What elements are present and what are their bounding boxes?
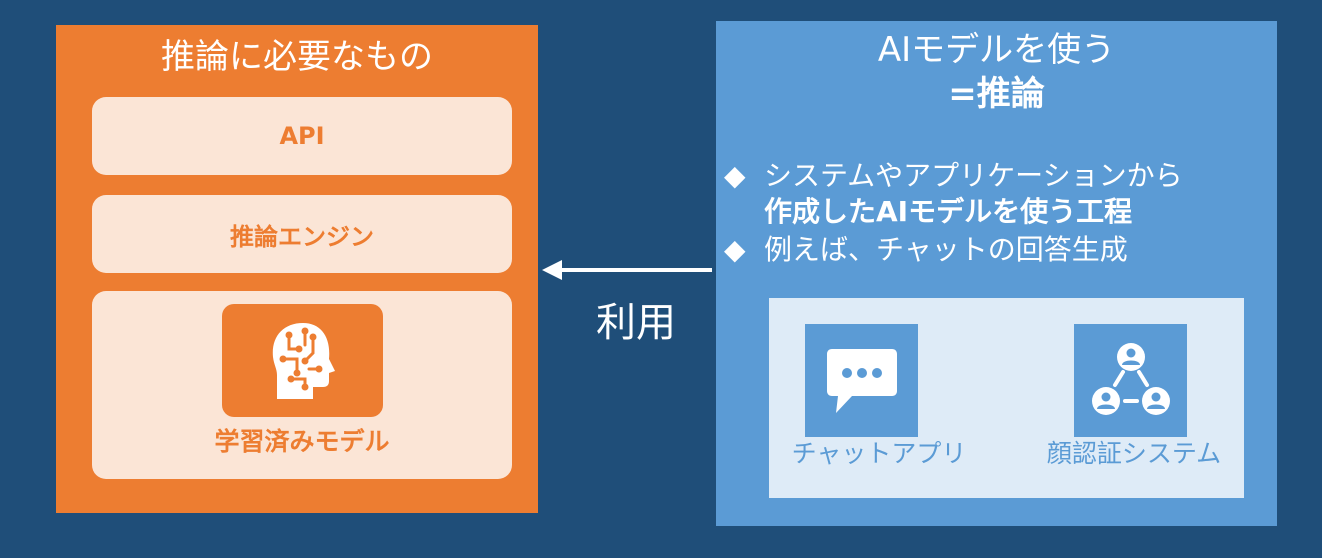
- bullet-text: 例えば、チャットの回答生成: [764, 233, 1128, 266]
- bullet-item: ◆ 例えば、チャットの回答生成: [724, 231, 1128, 269]
- trained-model-box: 学習済みモデル: [92, 291, 512, 479]
- inference-engine-label: 推論エンジン: [230, 222, 374, 251]
- inference-requirements-panel: 推論に必要なもの API 推論エンジン: [56, 25, 538, 513]
- api-label: API: [279, 122, 325, 150]
- diamond-bullet-icon: ◆: [724, 233, 746, 266]
- api-box: API: [92, 97, 512, 175]
- bullet-item: ◆ システムやアプリケーションから: [724, 157, 1183, 195]
- diamond-bullet-icon: ◆: [724, 159, 746, 192]
- arrow-left-icon: [542, 260, 712, 280]
- bullet-text-bold: 作成したAIモデルを使う工程: [764, 195, 1133, 228]
- chat-bubble-icon: [805, 324, 918, 437]
- bullet-text: システムやアプリケーションから: [764, 159, 1183, 192]
- trained-model-label: 学習済みモデル: [214, 427, 390, 456]
- requirements-title: 推論に必要なもの: [161, 37, 433, 77]
- using-ai-model-title: AIモデルを使う: [877, 30, 1116, 70]
- user-network-icon: [1074, 324, 1187, 437]
- inference-subtitle: =推論: [948, 74, 1045, 114]
- using-ai-model-panel: AIモデルを使う =推論 ◆ システムやアプリケーションから 作成したAIモデルを…: [716, 21, 1277, 526]
- chat-app-label: チャットアプリ: [791, 439, 967, 468]
- inference-engine-box: 推論エンジン: [92, 195, 512, 273]
- brain-circuit-icon: [222, 304, 383, 417]
- example-apps-box: チャットアプリ: [769, 298, 1244, 498]
- use-label: 利用: [596, 300, 676, 346]
- face-auth-label: 顔認証システム: [1046, 439, 1222, 468]
